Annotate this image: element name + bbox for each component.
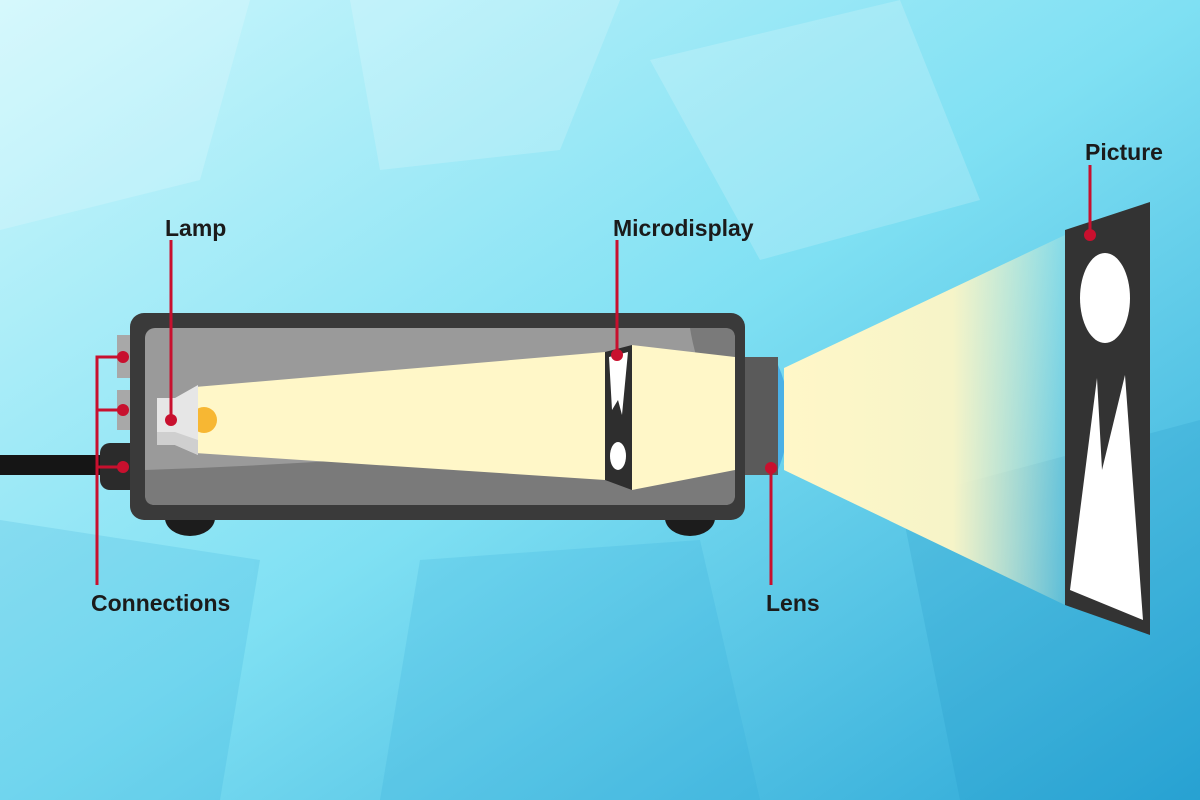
label-connections: Connections	[91, 590, 230, 616]
label-lamp: Lamp	[165, 215, 226, 241]
label-picture: Picture	[1085, 139, 1163, 165]
inner-light-beam	[195, 352, 605, 480]
label-lens: Lens	[766, 590, 820, 616]
power-cable	[0, 455, 110, 475]
microdisplay	[605, 345, 632, 490]
leader-dots	[117, 229, 1096, 474]
leader-lines	[95, 165, 1092, 585]
lamp	[157, 385, 217, 455]
lens-housing	[745, 357, 778, 475]
projected-light-beam	[784, 235, 1065, 605]
label-microdisplay: Microdisplay	[613, 215, 754, 241]
projected-picture	[1065, 202, 1150, 635]
